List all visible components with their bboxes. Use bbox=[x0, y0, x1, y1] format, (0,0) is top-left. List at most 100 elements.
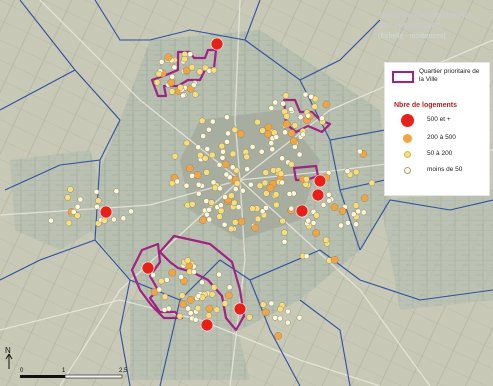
marker-tiny bbox=[281, 239, 288, 245]
marker-small bbox=[279, 217, 286, 225]
marker-medium bbox=[150, 288, 159, 296]
marker-tiny bbox=[272, 314, 278, 321]
marker-small bbox=[229, 150, 237, 158]
marker-tiny bbox=[338, 222, 344, 229]
marker-tiny bbox=[206, 206, 212, 213]
scale-label-1: 1 bbox=[62, 368, 66, 374]
marker-tiny bbox=[244, 166, 250, 172]
marker-tiny bbox=[209, 118, 216, 125]
marker-medium bbox=[289, 137, 298, 145]
marker-tiny bbox=[218, 202, 224, 209]
marker-tiny bbox=[223, 171, 230, 178]
qpv-legend-label: Quartier prioritaire de la Ville bbox=[419, 68, 480, 83]
marker-tiny bbox=[272, 99, 279, 106]
marker-tiny bbox=[326, 197, 332, 204]
marker-small bbox=[192, 91, 199, 98]
marker-small bbox=[352, 168, 360, 176]
marker-tiny bbox=[113, 188, 120, 194]
marker-tiny bbox=[161, 306, 168, 313]
marker-tiny bbox=[288, 205, 295, 212]
marker-tiny bbox=[258, 148, 265, 155]
marker-medium bbox=[167, 78, 176, 87]
marker-large bbox=[141, 261, 155, 275]
marker-tiny bbox=[292, 144, 298, 150]
marker-tiny bbox=[216, 161, 223, 168]
suburb-south bbox=[130, 300, 250, 380]
marker-tiny bbox=[220, 148, 226, 155]
marker-medium bbox=[274, 332, 283, 340]
marker-medium bbox=[185, 164, 194, 173]
marker-tiny bbox=[288, 106, 294, 113]
marker-medium bbox=[360, 194, 369, 203]
marker-small bbox=[184, 257, 191, 264]
marker-medium bbox=[236, 130, 245, 138]
marker-tiny bbox=[171, 64, 178, 71]
marker-tiny bbox=[268, 140, 275, 146]
marker-tiny bbox=[195, 293, 202, 299]
marker-tiny bbox=[191, 269, 197, 275]
marker-small bbox=[210, 284, 218, 291]
marker-tiny bbox=[247, 181, 254, 188]
marker-small bbox=[231, 219, 239, 226]
marker-tiny bbox=[296, 314, 303, 321]
legend-class-200-500: 200 à 500 bbox=[385, 131, 489, 147]
marker-tiny bbox=[200, 133, 207, 139]
marker-large bbox=[313, 174, 327, 188]
marker-tiny bbox=[282, 129, 288, 136]
marker-tiny bbox=[279, 155, 285, 162]
marker-small bbox=[205, 312, 213, 319]
legend-heading: Nbre de logements bbox=[394, 102, 458, 109]
marker-tiny bbox=[93, 188, 100, 195]
marker-medium bbox=[251, 223, 260, 232]
marker-small bbox=[65, 219, 73, 227]
marker-small bbox=[322, 236, 330, 244]
marker-tiny bbox=[300, 131, 306, 138]
marker-tiny bbox=[77, 196, 84, 203]
circle-tiny-icon bbox=[404, 167, 411, 174]
marker-tiny bbox=[284, 319, 291, 326]
marker-medium bbox=[322, 100, 331, 109]
legend-class-50-200: 50 à 200 bbox=[385, 147, 489, 163]
legend-class-under-50: moins de 50 bbox=[385, 163, 489, 179]
marker-tiny bbox=[111, 216, 117, 223]
marker-small bbox=[181, 55, 188, 63]
marker-small bbox=[368, 179, 376, 187]
marker-large bbox=[295, 204, 309, 218]
marker-tiny bbox=[210, 179, 217, 186]
map-title-line2: par résidences bbox=[378, 20, 442, 30]
marker-medium bbox=[164, 53, 173, 62]
scale-bar: 0 1 2,5 bbox=[20, 368, 128, 379]
circle-large-icon bbox=[401, 114, 414, 127]
marker-tiny bbox=[280, 100, 286, 107]
marker-tiny bbox=[204, 146, 211, 152]
legend-class-label: 200 à 500 bbox=[427, 134, 456, 141]
marker-tiny bbox=[320, 202, 327, 208]
qpv-east-2 bbox=[292, 164, 320, 182]
marker-medium bbox=[264, 130, 272, 138]
marker-tiny bbox=[286, 191, 293, 197]
marker-small bbox=[231, 199, 238, 207]
north-arrow-label: N bbox=[5, 346, 11, 355]
marker-small bbox=[197, 151, 204, 159]
marker-small bbox=[233, 180, 241, 187]
map-subtitle: (Échelle - résidences) bbox=[378, 33, 446, 40]
marker-tiny bbox=[224, 138, 230, 145]
marker-tiny bbox=[128, 208, 134, 215]
marker-medium bbox=[182, 66, 191, 75]
map-title: Nombre de logements par résidences (Éche… bbox=[378, 10, 490, 42]
marker-medium bbox=[266, 184, 275, 193]
marker-tiny bbox=[150, 272, 157, 278]
marker-tiny bbox=[345, 220, 351, 226]
marker-tiny bbox=[70, 209, 77, 215]
marker-tiny bbox=[310, 220, 317, 226]
marker-small bbox=[216, 213, 223, 220]
marker-small bbox=[246, 314, 253, 321]
marker-tiny bbox=[356, 148, 363, 155]
marker-tiny bbox=[229, 164, 236, 171]
marker-medium bbox=[261, 308, 270, 317]
marker-tiny bbox=[350, 211, 357, 218]
legend-class-label: moins de 50 bbox=[427, 166, 463, 173]
marker-small bbox=[202, 155, 209, 162]
marker-tiny bbox=[305, 217, 312, 224]
marker-medium bbox=[168, 268, 177, 277]
